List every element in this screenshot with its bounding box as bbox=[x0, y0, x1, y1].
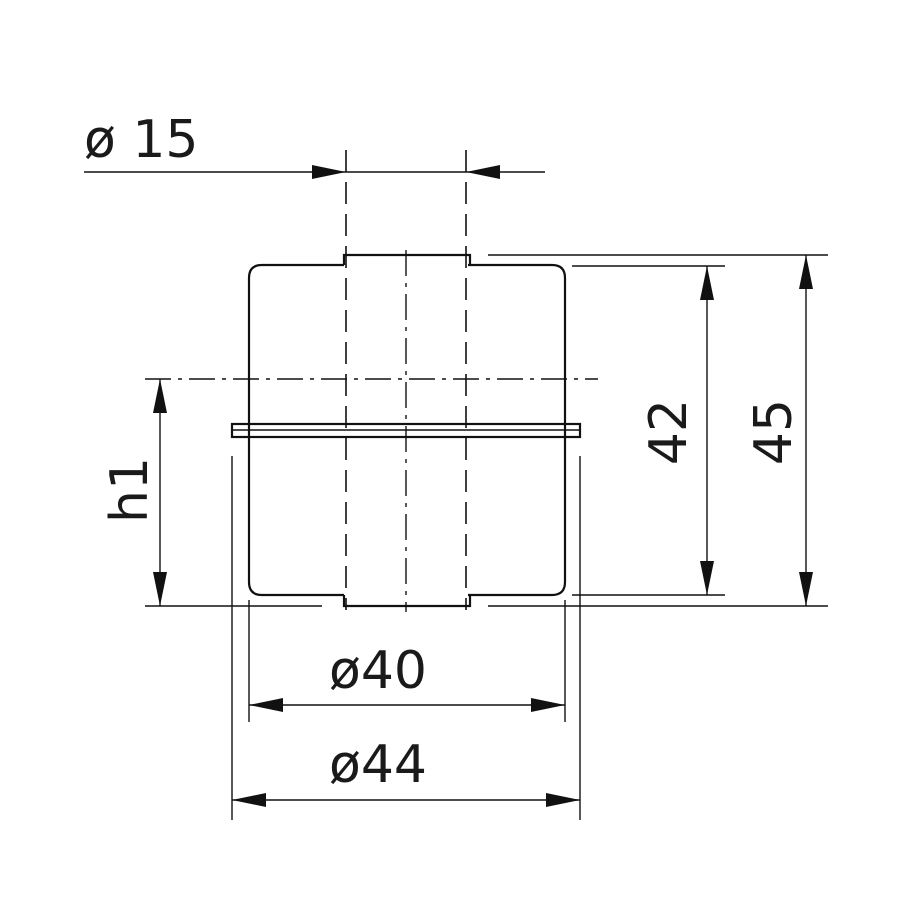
dim-body-height: 42 bbox=[639, 266, 714, 595]
dim-total-height: 45 bbox=[744, 255, 813, 606]
total-height-label: 45 bbox=[744, 399, 804, 465]
flange-diameter-label: ø44 bbox=[329, 735, 427, 795]
h1-label: h1 bbox=[100, 457, 160, 523]
body-diameter-arrow-right bbox=[531, 698, 565, 712]
bottom-extension-lines bbox=[231, 456, 581, 820]
flange-diameter-arrow-left bbox=[232, 793, 266, 807]
body-height-arrow-bottom bbox=[700, 561, 714, 595]
body-diameter-arrow-left bbox=[249, 698, 283, 712]
h1-arrow-top bbox=[153, 379, 167, 413]
body-height-arrow-top bbox=[700, 266, 714, 300]
hidden-lines bbox=[345, 150, 467, 610]
top-collar bbox=[342, 253, 472, 265]
body-height-label: 42 bbox=[639, 399, 699, 465]
total-height-arrow-bottom bbox=[799, 572, 813, 606]
body-diameter-label: ø40 bbox=[329, 641, 427, 701]
bore-diameter-label: ø 15 bbox=[84, 110, 199, 170]
dim-bore: ø 15 bbox=[84, 110, 545, 179]
bore-arrow-left bbox=[312, 165, 346, 179]
h1-arrow-bottom bbox=[153, 572, 167, 606]
dim-body-diameter: ø40 bbox=[249, 641, 565, 712]
bottom-collar bbox=[342, 595, 472, 608]
center-lines bbox=[145, 250, 598, 612]
bore-arrow-right bbox=[466, 165, 500, 179]
dim-flange-diameter: ø44 bbox=[232, 735, 580, 807]
dim-h1: h1 bbox=[100, 379, 322, 607]
right-extension-lines bbox=[488, 254, 828, 607]
flange-diameter-arrow-right bbox=[546, 793, 580, 807]
total-height-arrow-top bbox=[799, 255, 813, 289]
